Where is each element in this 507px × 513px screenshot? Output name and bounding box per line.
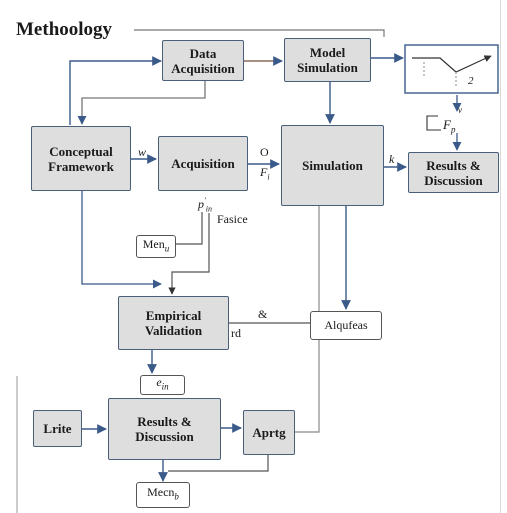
e-in-box[interactable]: ein	[140, 375, 185, 395]
acquisition-box[interactable]: Acquisition	[158, 136, 248, 191]
alqufeas-box[interactable]: Alqufeas	[310, 311, 382, 340]
edge-acq-to-men	[176, 212, 203, 245]
simulation-label: Simulation	[302, 158, 363, 173]
model-simulation-line1: Model	[309, 45, 346, 60]
aprtg-label: Aprtg	[252, 425, 286, 440]
lrite-box[interactable]: Lrite	[33, 410, 82, 447]
results-bottom-line2: Discussion	[135, 429, 194, 444]
conceptual-framework-line2: Framework	[48, 158, 114, 174]
men-box[interactable]: Menu	[136, 235, 176, 258]
aprtg-box[interactable]: Aprtg	[243, 410, 295, 455]
empirical-line1: Empirical	[145, 308, 202, 323]
edge-sim-to-aprtg	[295, 206, 320, 433]
conceptual-framework-box[interactable]: Conceptual Framework	[31, 126, 131, 191]
label-pin: p'in	[198, 196, 212, 214]
label-fp: Fp	[443, 117, 456, 135]
conceptual-framework-line1: Conceptual	[49, 143, 113, 159]
fp-bracket	[426, 115, 441, 131]
acquisition-label: Acquisition	[171, 156, 235, 171]
label-rd: rd	[231, 326, 241, 340]
frame-border	[500, 0, 501, 513]
results-right-line2: Discussion	[424, 172, 483, 188]
simulation-box[interactable]: Simulation	[281, 125, 384, 206]
edge-data-to-conceptual	[77, 80, 206, 125]
lrite-label: Lrite	[43, 421, 72, 436]
label-o: O	[260, 145, 269, 159]
label-k: k	[389, 152, 395, 166]
empirical-line2: Validation	[144, 323, 203, 338]
mecn-label: Mecnb	[147, 485, 179, 502]
results-discussion-right-box[interactable]: Results & Discussion	[408, 152, 499, 193]
results-discussion-bottom-box[interactable]: Results & Discussion	[108, 398, 221, 460]
label-fasice: Fasice	[217, 212, 248, 226]
label-w: w	[138, 145, 147, 159]
model-simulation-box[interactable]: Model Simulation	[284, 38, 371, 82]
data-acquisition-line2: Acquisition	[171, 60, 235, 76]
label-amp: &	[258, 307, 268, 321]
mini-figure-arrow	[481, 55, 492, 62]
empirical-validation-box[interactable]: Empirical Validation	[118, 296, 229, 350]
data-acquisition-line1: Data	[189, 45, 217, 61]
label-two: 2	[468, 75, 474, 87]
results-right-line1: Results &	[426, 157, 481, 173]
e-in-label: ein	[156, 375, 169, 392]
edge-conceptual-to-empirical	[81, 191, 162, 289]
edge-acq-to-empirical	[168, 213, 210, 295]
edge-aprtg-return	[168, 455, 269, 472]
edge-loop-top	[69, 56, 162, 125]
label-fp-sup: v	[458, 105, 462, 115]
model-simulation-line2: Simulation	[297, 60, 358, 75]
men-label: Menu	[142, 236, 170, 254]
title-line	[134, 29, 385, 37]
mecn-box[interactable]: Mecnb	[136, 482, 190, 508]
alqufeas-label: Alqufeas	[324, 318, 368, 332]
mini-figure-path	[412, 57, 483, 73]
results-bottom-line1: Results &	[137, 414, 192, 429]
diagram-title: Methoology	[16, 19, 113, 40]
data-acquisition-box[interactable]: Data Acquisition	[162, 40, 244, 81]
label-f-i: Fi	[260, 165, 270, 182]
mini-figure-frame	[404, 44, 499, 94]
